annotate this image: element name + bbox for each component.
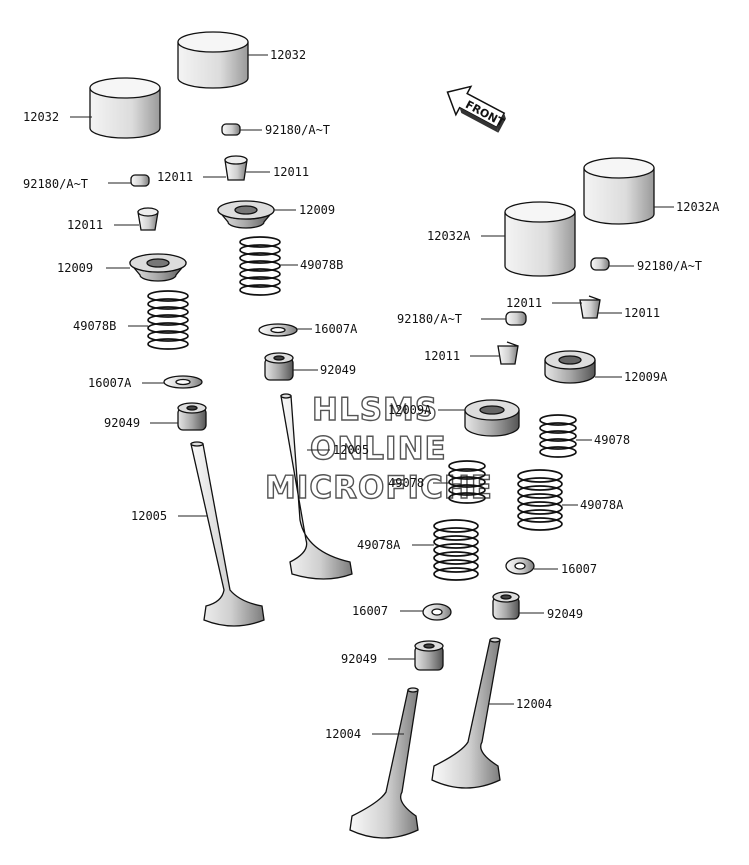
label-92180-center: 92180/A~T [397, 312, 462, 326]
spring-49078b-mid [239, 236, 281, 296]
label-92180-left: 92180/A~T [23, 177, 88, 191]
shim-92180-center [505, 311, 527, 326]
label-16007-right: 16007 [561, 562, 597, 576]
label-12009-left: 12009 [57, 261, 93, 275]
watermark: HLSMS ONLINE MICROFICHE [264, 391, 493, 506]
tappet-12032-top [177, 31, 249, 89]
retainer-12009a-right [544, 350, 596, 384]
label-12009-mid: 12009 [299, 203, 335, 217]
tappet-12032a-right [583, 157, 655, 225]
label-12011-right-a: 12011 [506, 296, 542, 310]
label-12032a-right: 12032A [676, 200, 720, 214]
label-16007a-left: 16007A [88, 376, 132, 390]
label-12011-left: 12011 [67, 218, 103, 232]
valve-12004-right [431, 637, 501, 789]
valve-12004-center [349, 687, 419, 839]
seal-92049-center [414, 640, 444, 671]
label-12005-left: 12005 [131, 509, 167, 523]
tappet-12032-left [89, 77, 161, 139]
tappet-12032a-center [504, 201, 576, 277]
label-12009a-right: 12009A [624, 370, 668, 384]
label-12032-left: 12032 [23, 110, 59, 124]
shim-92180-left [130, 174, 150, 187]
label-16007a-mid: 16007A [314, 322, 358, 336]
label-12011-right-b: 12011 [624, 306, 660, 320]
front-arrow-icon: FRONT [446, 85, 507, 133]
keeper-12011-center [497, 341, 519, 365]
label-49078-center: 49078 [388, 476, 424, 490]
spring-49078-center [448, 460, 486, 504]
label-12011-mid-left: 12011 [157, 170, 193, 184]
spring-49078a-center [433, 519, 479, 581]
seal-92049-right [492, 591, 520, 620]
label-12004-center: 12004 [325, 727, 361, 741]
label-92049-right: 92049 [547, 607, 583, 621]
watermark-line-1: HLSMS [312, 392, 438, 428]
retainer-12009-left [129, 253, 187, 282]
valve-12005-left [190, 441, 265, 627]
label-49078a-center: 49078A [357, 538, 401, 552]
retainer-12009-mid [217, 200, 275, 229]
keeper-12011-mid [224, 155, 248, 181]
label-16007-center: 16007 [352, 604, 388, 618]
shim-92180-right [590, 257, 610, 271]
label-92049-center: 92049 [341, 652, 377, 666]
washer-16007-right [505, 557, 535, 575]
watermark-line-3: MICROFICHE [265, 470, 493, 506]
valve-12005-mid [280, 393, 353, 580]
watermark-line-2: ONLINE [310, 431, 447, 467]
label-92180-top: 92180/A~T [265, 123, 330, 137]
leader-lines [70, 54, 674, 735]
label-12011-center: 12011 [424, 349, 460, 363]
label-12032a-center: 12032A [427, 229, 471, 243]
label-12009a-center: 12009A [388, 403, 432, 417]
washer-16007a-mid [258, 323, 298, 337]
keeper-12011-right [579, 295, 601, 319]
retainer-12009a-center [464, 399, 520, 437]
label-12032-top: 12032 [270, 48, 306, 62]
seal-92049-mid [264, 352, 294, 381]
label-12005-mid: 12005 [333, 443, 369, 457]
part-labels: 12032 12032 92180/A~T 92180/A~T 12011 12… [23, 48, 720, 741]
keeper-12011-left [137, 207, 159, 231]
spring-49078a-right [517, 469, 563, 531]
spring-49078-right [539, 414, 577, 458]
spring-49078b-left [147, 290, 189, 350]
label-92049-mid: 92049 [320, 363, 356, 377]
label-12004-right: 12004 [516, 697, 552, 711]
label-92180-right: 92180/A~T [637, 259, 702, 273]
label-49078-right: 49078 [594, 433, 630, 447]
shim-92180-top [221, 123, 241, 136]
label-49078b-mid: 49078B [300, 258, 343, 272]
washer-16007a-left [163, 375, 203, 389]
seal-92049-left [177, 402, 207, 431]
label-12011-mid-right: 12011 [273, 165, 309, 179]
washer-16007-center [422, 603, 452, 621]
label-49078b-left: 49078B [73, 319, 116, 333]
label-92049-left: 92049 [104, 416, 140, 430]
label-49078a-right: 49078A [580, 498, 624, 512]
